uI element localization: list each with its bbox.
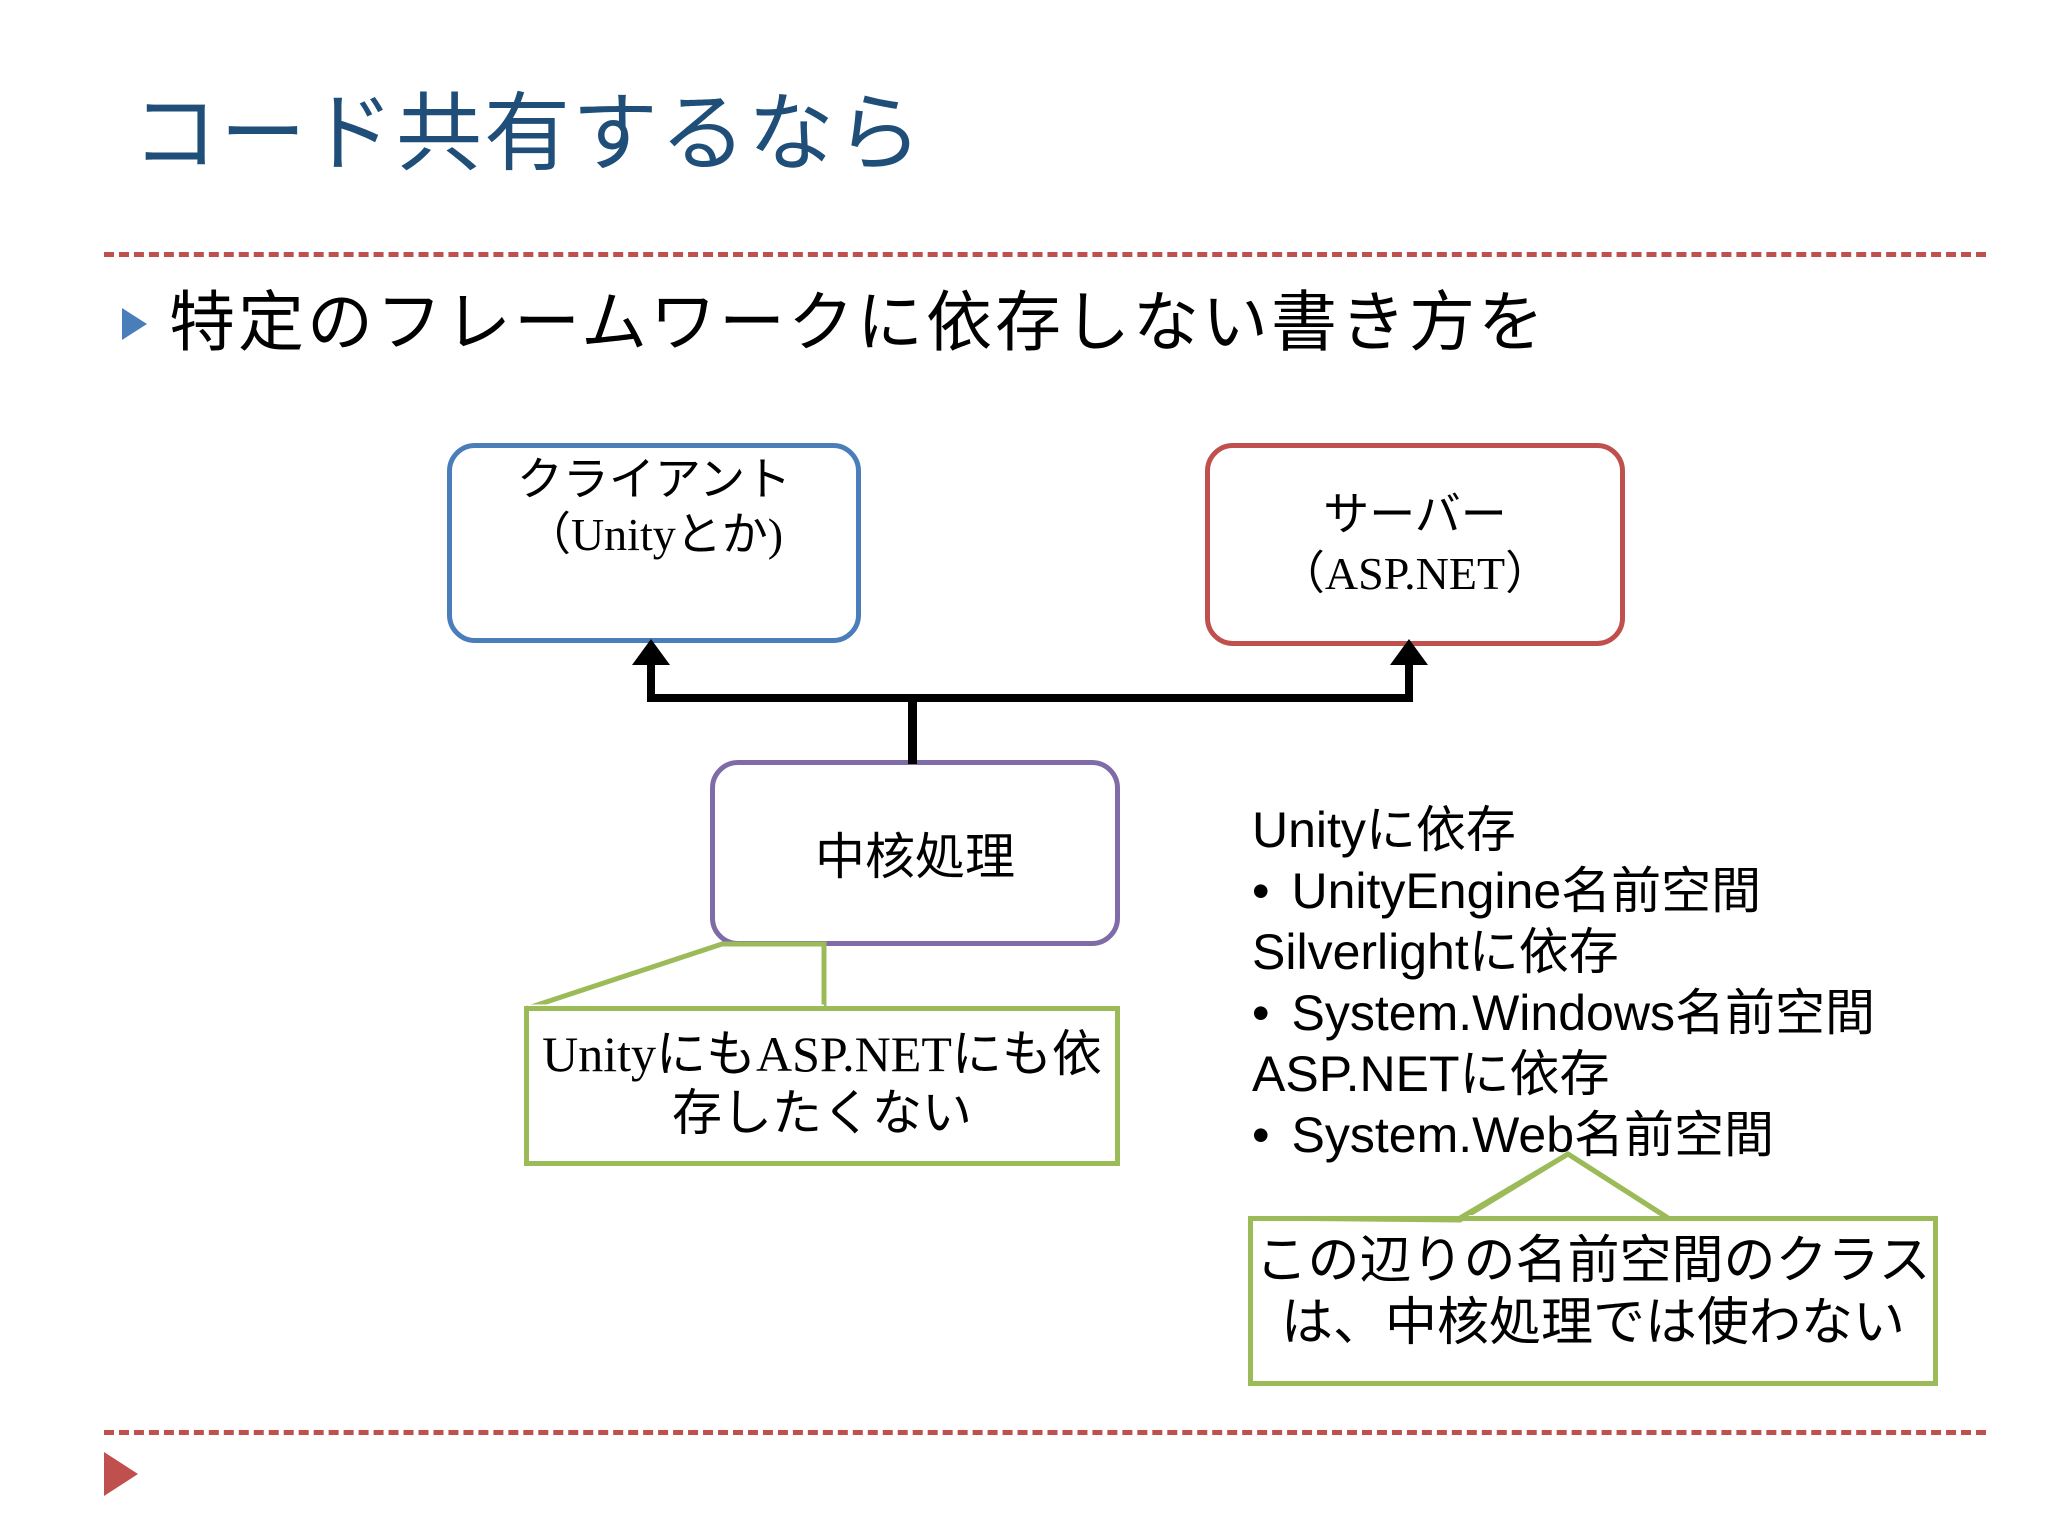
callout-namespace-text: この辺りの名前空間のクラスは、中核処理では使わない [1255, 1233, 1931, 1353]
dependency-item-systemwindows-label: System.Windows名前空間 [1291, 985, 1875, 1041]
diagram-box-client-label: クライアント （Unityとか) [516, 454, 792, 561]
footer-triangle-right-icon [104, 1452, 138, 1496]
triangle-right-icon [122, 308, 147, 341]
title-divider [104, 252, 1986, 257]
page-title: コード共有するなら [132, 86, 924, 182]
diagram-box-client[interactable]: クライアント （Unityとか) [447, 443, 861, 643]
list-bullet-icon: • [1252, 1107, 1270, 1163]
dependency-heading-unity: Unityに依存 [1252, 802, 1516, 858]
dependency-item-systemwindows: • System.Windows名前空間 [1252, 983, 1952, 1044]
dependency-heading-aspnet: ASP.NETに依存 [1252, 1046, 1610, 1102]
connector-horizontal-bar [647, 694, 1413, 702]
connector-right-riser [1405, 660, 1413, 700]
diagram-box-server-label: サーバー （ASP.NET） [1278, 488, 1552, 599]
connector-stem [908, 698, 917, 764]
list-bullet-icon: • [1252, 985, 1270, 1041]
dependency-item-systemweb: • System.Web名前空間 [1252, 1105, 1952, 1166]
callout-namespace-warning: この辺りの名前空間のクラスは、中核処理では使わない [1248, 1216, 1938, 1386]
footer-divider [104, 1430, 1986, 1435]
arrowhead-up-server-icon [1390, 639, 1428, 665]
diagram-box-core[interactable]: 中核処理 [710, 760, 1120, 946]
callout-core-dependency: UnityにもASP.NETにも依存したくない [524, 1006, 1120, 1166]
arrowhead-up-client-icon [632, 639, 670, 665]
callout-core-text: UnityにもASP.NETにも依存したくない [542, 1026, 1102, 1141]
diagram-box-server[interactable]: サーバー （ASP.NET） [1205, 443, 1625, 646]
dependency-heading-silverlight: Silverlightに依存 [1252, 924, 1619, 980]
connector-left-riser [647, 660, 655, 700]
diagram-box-core-label: 中核処理 [815, 829, 1015, 885]
bullet-line: 特定のフレームワークに依存しない書き方を [122, 287, 1548, 361]
dependency-item-systemweb-label: System.Web名前空間 [1291, 1107, 1775, 1163]
bullet-line-label: 特定のフレームワークに依存しない書き方を [169, 287, 1548, 360]
callout-core-tail [527, 941, 827, 1012]
dependency-list: Unityに依存 • UnityEngine名前空間 Silverlightに依… [1252, 800, 1952, 1166]
dependency-item-unityengine-label: UnityEngine名前空間 [1291, 863, 1762, 919]
list-bullet-icon: • [1252, 863, 1270, 919]
dependency-item-unityengine: • UnityEngine名前空間 [1252, 861, 1952, 922]
